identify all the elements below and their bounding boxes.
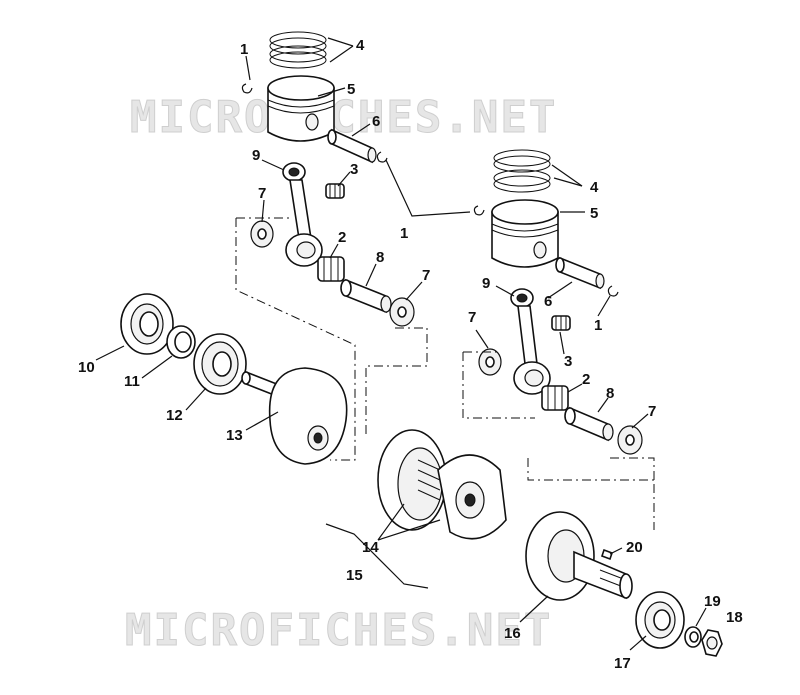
callout-14: 14 <box>362 539 379 556</box>
callout-1c: 1 <box>594 317 602 334</box>
wrist-pin-right <box>555 256 605 290</box>
callout-15: 15 <box>346 567 363 584</box>
callout-5b: 5 <box>590 205 598 222</box>
assembly-bracket-lines <box>235 217 655 530</box>
circlip-right-pin <box>607 285 619 297</box>
main-bearing-left-inner <box>193 333 247 395</box>
woodruff-key <box>600 548 614 561</box>
piston-rings-left <box>269 31 327 69</box>
spacer-ring-left <box>166 325 196 359</box>
needle-bearing-right-large <box>541 385 569 411</box>
washer-right <box>684 626 702 648</box>
callout-10: 10 <box>78 359 95 376</box>
crank-half-left <box>241 367 348 465</box>
callout-7b: 7 <box>422 267 430 284</box>
piston-left <box>267 75 335 142</box>
watermark-top: MICROFICHES.NET <box>130 92 557 143</box>
callout-9b: 9 <box>482 275 490 292</box>
bracket-15 <box>325 523 429 589</box>
needle-bearing-left-large <box>317 256 345 282</box>
callout-16: 16 <box>504 625 521 642</box>
crank-pin-right <box>564 406 614 442</box>
connecting-rod-right <box>510 288 551 395</box>
callout-20: 20 <box>626 539 643 556</box>
callout-19: 19 <box>704 593 721 610</box>
circlip-left-pin <box>376 151 388 163</box>
callout-17: 17 <box>614 655 631 672</box>
callout-18: 18 <box>726 609 743 626</box>
crank-pin-left <box>340 278 392 314</box>
callout-4: 4 <box>356 37 365 54</box>
circlip-right-top <box>473 205 485 216</box>
callout-8b: 8 <box>606 385 614 402</box>
callout-3b: 3 <box>564 353 572 370</box>
callout-11: 11 <box>124 373 140 390</box>
callout-13: 13 <box>226 427 243 444</box>
callout-3: 3 <box>350 161 358 178</box>
callout-9: 9 <box>252 147 260 164</box>
circlip-left-top <box>241 83 253 94</box>
needle-bearing-right-small <box>551 315 571 331</box>
callout-1: 1 <box>240 41 248 58</box>
crank-center-section <box>377 429 507 540</box>
thrust-washer-left-b <box>389 297 415 327</box>
callout-6b: 6 <box>544 293 552 310</box>
piston-right <box>491 199 559 268</box>
callout-1b: 1 <box>400 225 408 242</box>
leader-lines <box>95 37 707 651</box>
callout-7d: 7 <box>648 403 656 420</box>
callout-5: 5 <box>347 81 355 98</box>
callout-6: 6 <box>372 113 380 130</box>
callout-8: 8 <box>376 249 384 266</box>
piston-rings-right <box>493 149 551 193</box>
main-bearing-right <box>635 591 685 649</box>
wrist-pin-left <box>327 128 377 164</box>
crank-half-right <box>525 511 633 601</box>
callout-2: 2 <box>338 229 346 246</box>
connecting-rod-left <box>282 162 323 267</box>
nut-right <box>701 629 723 657</box>
callout-7c: 7 <box>468 309 476 326</box>
callout-4b: 4 <box>590 179 599 196</box>
callout-12: 12 <box>166 407 183 424</box>
callout-7: 7 <box>258 185 266 202</box>
watermark-bottom: MICROFICHES.NET <box>125 605 552 656</box>
callout-2b: 2 <box>582 371 590 388</box>
needle-bearing-left-small <box>325 183 345 199</box>
thrust-washer-right-b <box>617 425 643 455</box>
thrust-washer-left-a <box>250 220 274 248</box>
main-bearing-left <box>120 293 174 355</box>
thrust-washer-right-a <box>478 348 502 376</box>
callout-labels: 1 4 5 6 9 3 7 2 8 7 1 4 5 9 6 1 7 3 10 1… <box>78 37 743 672</box>
